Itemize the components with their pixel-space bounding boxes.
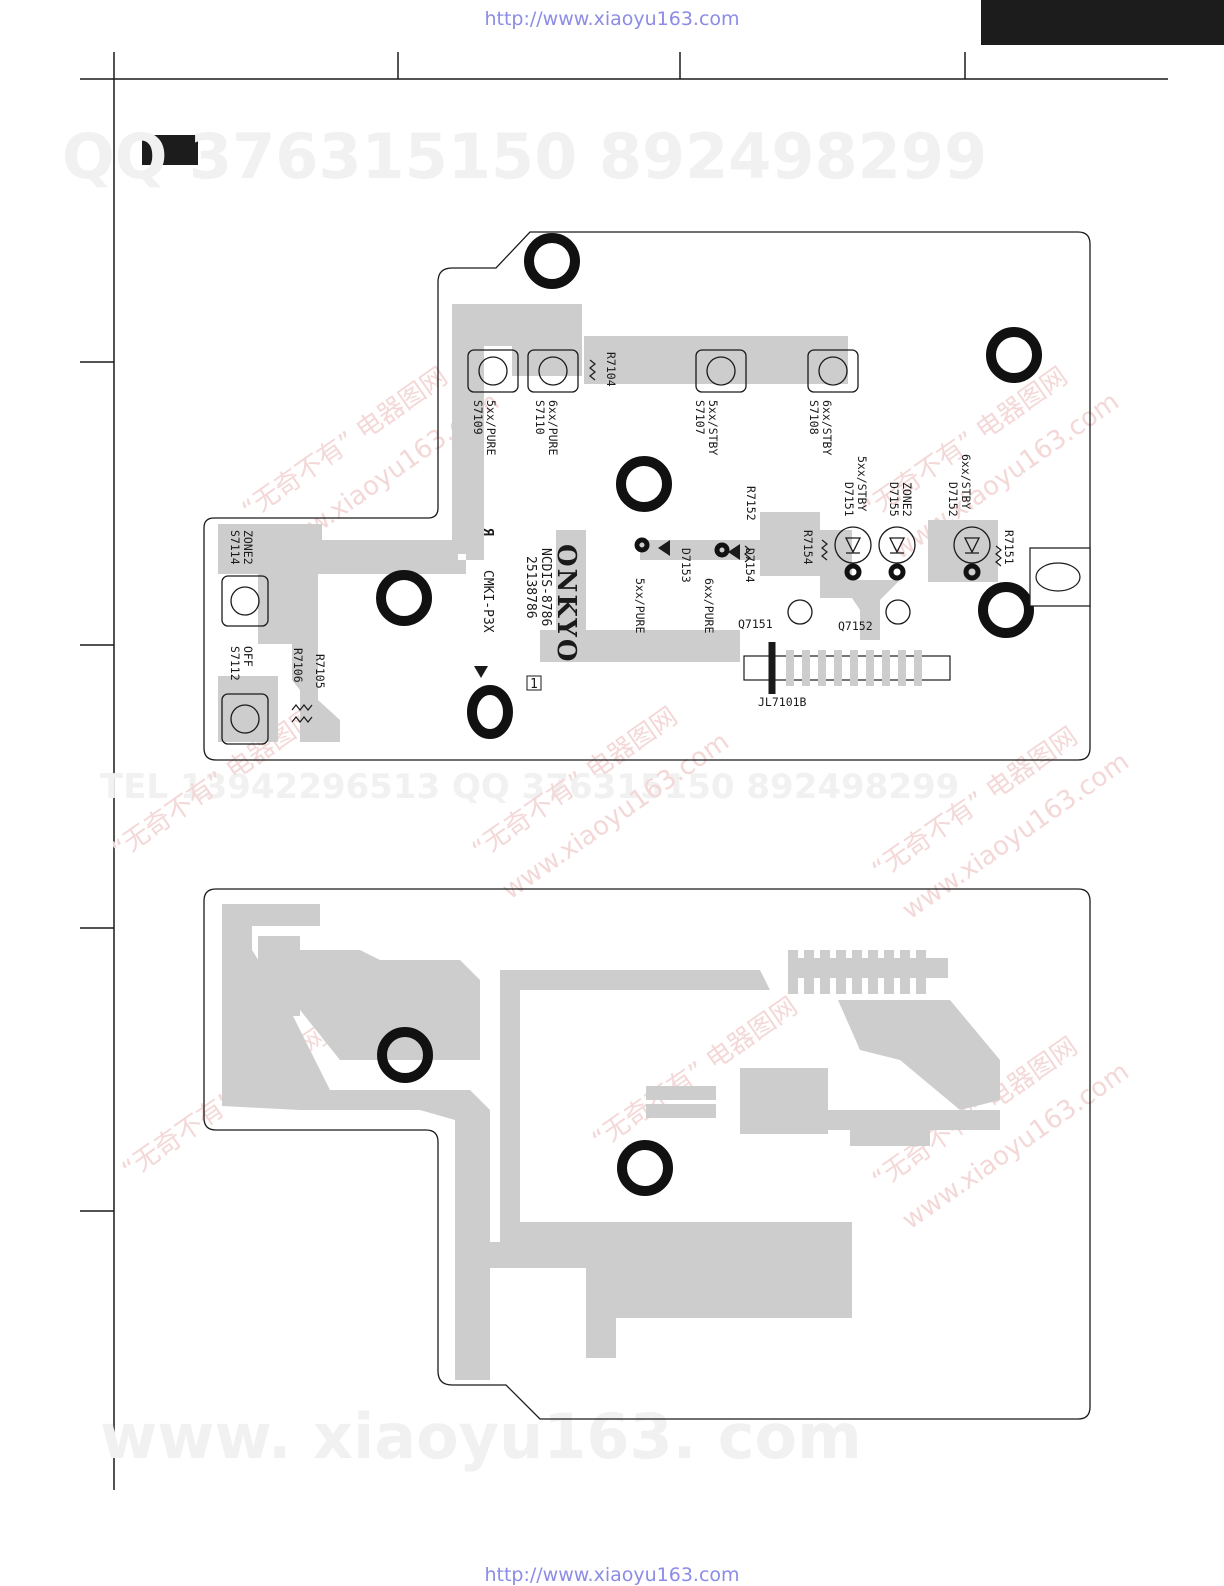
label-s7108: S7108	[807, 400, 821, 435]
label-s7110-note: 6xx/PURE	[546, 400, 560, 455]
mount-hole	[617, 1140, 673, 1196]
label-group: R7104 S7109 5xx/PURE S7110 6xx/PURE S710…	[228, 352, 1016, 709]
switch-s7110-button[interactable]	[538, 356, 568, 386]
switch-s7108-button[interactable]	[818, 356, 848, 386]
mount-hole	[978, 582, 1034, 638]
brand-logo: ONKYO	[551, 544, 581, 664]
switch-s7114-button[interactable]	[230, 586, 260, 616]
connector-jl7101b	[743, 642, 951, 694]
footer-url[interactable]: http://www.xiaoyu163.com	[484, 1564, 740, 1586]
label-s7112-note: OFF	[241, 646, 255, 667]
mount-hole	[524, 233, 580, 289]
led-group	[787, 526, 991, 625]
page-corner-tab	[981, 0, 1224, 45]
label-s7107: S7107	[693, 400, 707, 435]
label-r7151: R7151	[1002, 530, 1016, 565]
switch-s7107-body[interactable]	[695, 349, 747, 393]
board-top: R7104 S7109 5xx/PURE S7110 6xx/PURE S710…	[203, 231, 1091, 761]
transistor-q7152	[885, 599, 911, 625]
label-r7106: R7106	[291, 648, 305, 683]
label-d7152-note: 6xx/STBY	[959, 454, 973, 509]
label-s7108-note: 6xx/STBY	[820, 400, 834, 455]
led-d7152	[953, 526, 991, 564]
page-frame	[80, 52, 1168, 1490]
switch-s7108-body[interactable]	[807, 349, 859, 393]
label-q7152: Q7152	[838, 619, 873, 633]
label-s7109-note: 5xx/PURE	[484, 400, 498, 455]
watermark-tel: TEL 13942296513 QQ 376315150 892498299	[100, 767, 959, 807]
board-bottom-outline	[203, 888, 1091, 1420]
mount-hole	[377, 1027, 433, 1083]
edge-tab-slot	[1035, 562, 1081, 592]
switch-s7114-body[interactable]	[221, 575, 269, 627]
transistor-q7151	[787, 599, 813, 625]
mount-hole	[616, 456, 672, 512]
label-s7114-note: ZONE2	[241, 530, 255, 565]
label-d7153-note: 5xx/PURE	[633, 578, 647, 633]
board-top-outline	[203, 231, 1091, 761]
label-q7151: Q7151	[738, 617, 773, 631]
copper-top	[218, 304, 998, 742]
led-d7151	[834, 526, 872, 564]
pin-one-box	[526, 675, 542, 691]
switch-group	[221, 349, 859, 745]
resistor-group	[291, 359, 1002, 723]
switch-s7110-body[interactable]	[527, 349, 579, 393]
switch-s7107-button[interactable]	[706, 356, 736, 386]
mount-hole	[986, 327, 1042, 383]
label-d7155: D7155	[887, 482, 901, 517]
header-url[interactable]: http://www.xiaoyu163.com	[484, 8, 740, 30]
pad-group	[634, 537, 981, 581]
label-s7107-note: 5xx/STBY	[706, 400, 720, 455]
switch-s7109-button[interactable]	[478, 356, 508, 386]
ul-mark: Я	[480, 528, 495, 536]
mount-hole	[467, 685, 513, 739]
board-bottom	[203, 888, 1091, 1420]
label-d7151: D7151	[842, 482, 856, 517]
label-jl7101b: JL7101B	[758, 695, 807, 709]
label-s7109: S7109	[471, 400, 485, 435]
copper-bottom	[222, 904, 1000, 1380]
label-d7154: D7154	[743, 548, 757, 583]
pin-one-arrow	[474, 666, 488, 678]
part-number: 25138786	[523, 556, 538, 619]
switch-s7109-body[interactable]	[467, 349, 519, 393]
switch-s7112-button[interactable]	[230, 704, 260, 734]
switch-s7112-body[interactable]	[221, 693, 269, 745]
label-r7154: R7154	[801, 530, 815, 565]
led-d7155	[878, 526, 916, 564]
copper-fingers	[788, 950, 926, 994]
model-code: CMKI-P3X	[480, 570, 495, 633]
section-marker	[142, 135, 198, 165]
part-code: NCDIS-8786	[538, 548, 553, 626]
label-s7114: S7114	[228, 530, 242, 565]
label-d7151-note: 5xx/STBY	[855, 456, 869, 511]
label-r7152: R7152	[744, 486, 758, 521]
label-r7105: R7105	[313, 654, 327, 689]
label-s7112: S7112	[228, 646, 242, 681]
label-r7104: R7104	[604, 352, 618, 387]
label-d7154-note: 6xx/PURE	[702, 578, 716, 633]
label-s7110: S7110	[533, 400, 547, 435]
label-d7152: D7152	[946, 482, 960, 517]
watermark-qq: QQ 376315150 892498299	[62, 120, 987, 193]
watermark-site: www. xiaoyu163. com	[100, 1400, 862, 1473]
label-d7155-note: ZONE2	[900, 482, 914, 517]
edge-tab	[1029, 547, 1091, 607]
diode-symbols	[658, 540, 740, 560]
label-d7153: D7153	[679, 548, 693, 583]
mount-hole	[376, 570, 432, 626]
pin-one-label: 1	[530, 677, 538, 692]
